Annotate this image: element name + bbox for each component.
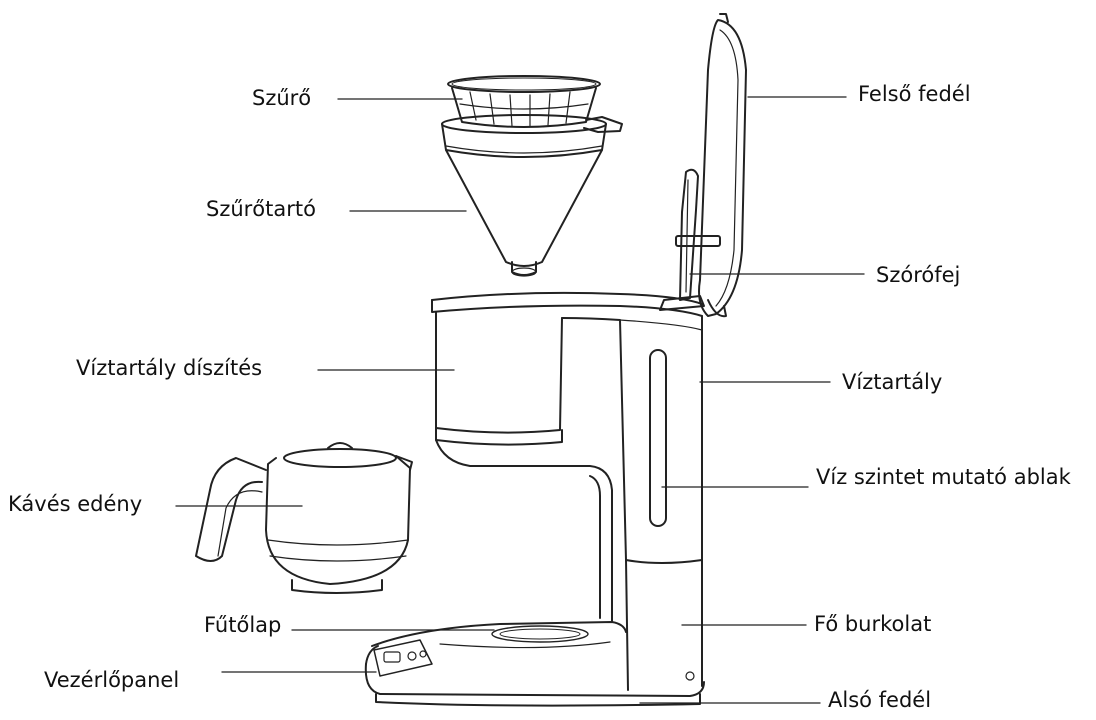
leader-lines [175,96,865,704]
label-fo-burkolat: Fő burkolat [814,612,932,636]
label-viztartaly-diszites: Víztartály díszítés [76,356,263,380]
label-szorofej: Szórófej [876,263,961,287]
label-szurotarto: Szűrőtartó [206,197,316,221]
label-viztartaly: Víztartály [842,370,943,394]
filter-basket [447,75,623,133]
label-kaves-edeny: Kávés edény [8,492,143,516]
carafe [195,442,413,594]
main-body [364,291,705,707]
label-also-fedel: Alsó fedél [828,688,932,712]
label-vizszint-ablak: Víz szintet mutató ablak [816,465,1071,489]
filter-holder [441,114,607,277]
label-szuro: Szűrő [252,86,312,110]
label-futolap: Fűtőlap [204,613,282,637]
shower-head [659,168,721,311]
label-vezerlopanel: Vezérlőpanel [44,668,180,692]
top-lid [698,13,747,318]
label-felso-fedel: Felső fedél [858,82,971,106]
